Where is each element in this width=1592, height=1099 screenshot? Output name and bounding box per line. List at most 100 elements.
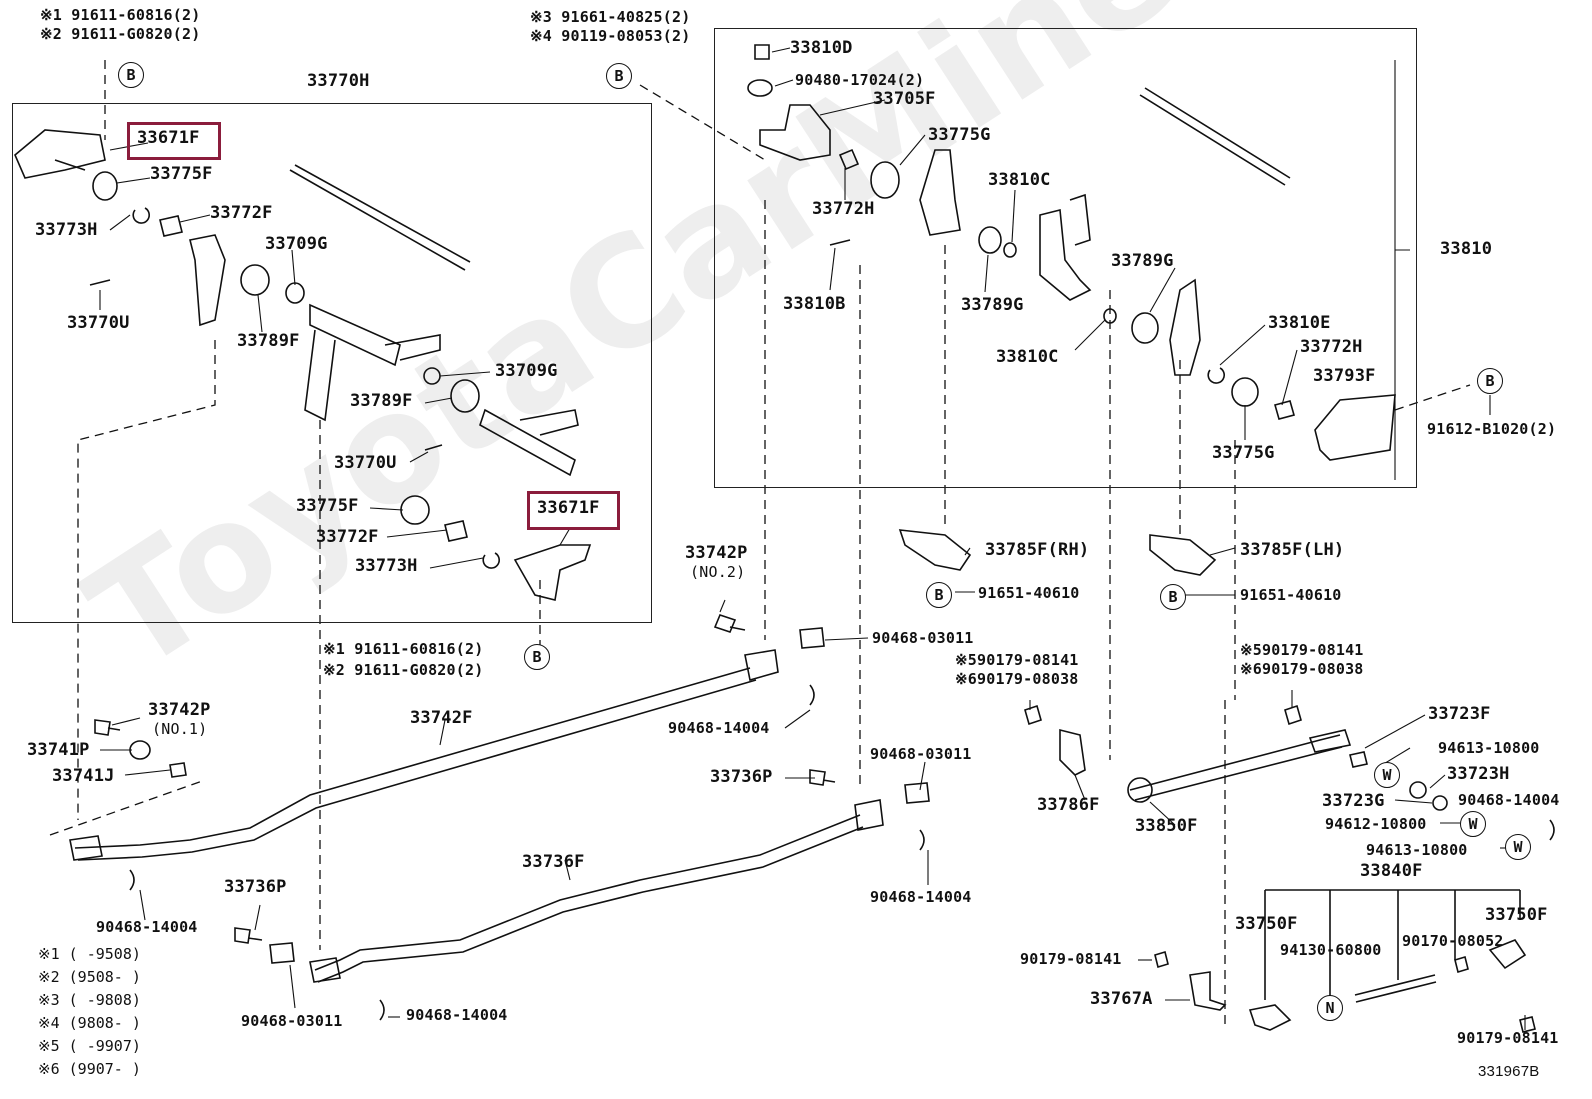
part-label-90468-14004-mid[interactable]: 90468-14004 [870, 888, 972, 906]
part-label-91651-40610-right[interactable]: 91651-40610 [1240, 586, 1342, 604]
legend-row-3: ※3 ( -9808) [38, 993, 141, 1008]
part-label-33671F-bottom[interactable]: 33671F [537, 498, 600, 518]
part-label-94612-10800[interactable]: 94612-10800 [1325, 815, 1427, 833]
part-label-33789F-top[interactable]: 33789F [237, 331, 300, 351]
part-label-90179-08141-right[interactable]: 90179-08141 [1457, 1029, 1559, 1047]
part-label-90468-03011-top[interactable]: 90468-03011 [872, 629, 974, 647]
part-label-33789G-left[interactable]: 33789G [961, 295, 1024, 315]
assembly-frame-33810 [714, 28, 1417, 488]
legend-mark: ※1 [38, 945, 60, 963]
callout-top-mid-3: ※3 91661-40825(2) [530, 8, 691, 26]
part-label-33723H[interactable]: 33723H [1447, 764, 1510, 784]
part-label-33772H-right[interactable]: 33772H [1300, 337, 1363, 357]
part-label-33671F-top[interactable]: 33671F [137, 128, 200, 148]
part-label-33840F[interactable]: 33840F [1360, 861, 1423, 881]
part-label-33741P[interactable]: 33741P [27, 740, 90, 760]
part-label-33750F-right[interactable]: 33750F [1485, 905, 1548, 925]
part-label-33705F[interactable]: 33705F [873, 89, 936, 109]
part-label-91651-40610-left[interactable]: 91651-40610 [978, 584, 1080, 602]
part-label-90468-14004-left[interactable]: 90468-14004 [96, 918, 198, 936]
part-label-33785F-rh[interactable]: 33785F(RH) [985, 540, 1090, 560]
circle-mark-w-1: W [1374, 762, 1400, 788]
legend-range: (9508- ) [68, 968, 141, 986]
callout-right-6b: ※690179-08038 [1240, 660, 1364, 678]
part-label-90468-03011-bottom[interactable]: 90468-03011 [241, 1012, 343, 1030]
legend-range: ( -9907) [68, 1037, 141, 1055]
part-label-33793F[interactable]: 33793F [1313, 366, 1376, 386]
part-label-90468-14004-top[interactable]: 90468-14004 [668, 719, 770, 737]
legend-mark: ※4 [38, 1014, 60, 1032]
part-label-33789F-mid[interactable]: 33789F [350, 391, 413, 411]
legend-mark: ※3 [38, 991, 60, 1009]
callout-right-5a: ※590179-08141 [955, 651, 1079, 669]
callout-right-5b: ※590179-08141 [1240, 641, 1364, 659]
part-label-33773H-top[interactable]: 33773H [35, 220, 98, 240]
legend-range: ( -9808) [68, 991, 141, 1009]
part-label-33775F-bottom[interactable]: 33775F [296, 496, 359, 516]
circle-mark-w-2: W [1460, 811, 1486, 837]
part-label-90170-08052[interactable]: 90170-08052 [1402, 932, 1504, 950]
part-label-33736P-right[interactable]: 33736P [710, 767, 773, 787]
part-label-33709G-top[interactable]: 33709G [265, 234, 328, 254]
part-label-33742P-no1[interactable]: 33742P [148, 700, 211, 720]
part-label-33785F-lh[interactable]: 33785F(LH) [1240, 540, 1345, 560]
highlight-box-33671F-bottom [527, 491, 620, 530]
part-label-33810E[interactable]: 33810E [1268, 313, 1331, 333]
callout-mid-2: ※2 91611-G0820(2) [323, 661, 484, 679]
part-label-33775G-top[interactable]: 33775G [928, 125, 991, 145]
part-label-33772H-top[interactable]: 33772H [812, 199, 875, 219]
part-label-33741J[interactable]: 33741J [52, 766, 115, 786]
part-label-33709G-mid[interactable]: 33709G [495, 361, 558, 381]
part-label-33742P-no2[interactable]: 33742P [685, 543, 748, 563]
part-label-33786F[interactable]: 33786F [1037, 795, 1100, 815]
part-label-33736F[interactable]: 33736F [522, 852, 585, 872]
callout-top-left-2: ※2 91611-G0820(2) [40, 25, 201, 43]
part-label-33810D[interactable]: 33810D [790, 38, 853, 58]
legend-range: ( -9508) [68, 945, 141, 963]
legend-mark: ※6 [38, 1060, 60, 1078]
assembly-frame-33770H [12, 103, 652, 623]
circle-mark-b-rh: B [926, 582, 952, 608]
part-label-33850F[interactable]: 33850F [1135, 816, 1198, 836]
part-label-33810C-bottom[interactable]: 33810C [996, 347, 1059, 367]
part-label-90468-14004-bottom[interactable]: 90468-14004 [406, 1006, 508, 1024]
part-label-33723G[interactable]: 33723G [1322, 791, 1385, 811]
part-label-90480-17024[interactable]: 90480-17024(2) [795, 71, 925, 89]
callout-top-mid-4: ※4 90119-08053(2) [530, 27, 691, 45]
legend-mark: ※2 [38, 968, 60, 986]
legend-range: (9907- ) [68, 1060, 141, 1078]
highlight-box-33671F-top [127, 122, 221, 160]
part-label-94613-10800-bottom[interactable]: 94613-10800 [1366, 841, 1468, 859]
part-label-90468-14004-right[interactable]: 90468-14004 [1458, 791, 1560, 809]
circle-mark-w-3: W [1505, 834, 1531, 860]
part-label-91612-B1020[interactable]: 91612-B1020(2) [1427, 420, 1557, 438]
legend-mark: ※5 [38, 1037, 60, 1055]
part-label-33723F[interactable]: 33723F [1428, 704, 1491, 724]
part-label-33775F-top[interactable]: 33775F [150, 164, 213, 184]
part-label-94130-60800[interactable]: 94130-60800 [1280, 941, 1382, 959]
part-label-33750F-left[interactable]: 33750F [1235, 914, 1298, 934]
circle-mark-b-top-mid: B [606, 63, 632, 89]
part-label-33736P-left[interactable]: 33736P [224, 877, 287, 897]
part-label-33772F-top[interactable]: 33772F [210, 203, 273, 223]
part-label-90179-08141-left[interactable]: 90179-08141 [1020, 950, 1122, 968]
part-label-33742F[interactable]: 33742F [410, 708, 473, 728]
circle-mark-b-right: B [1477, 368, 1503, 394]
part-label-33773H-bottom[interactable]: 33773H [355, 556, 418, 576]
part-label-33772F-bottom[interactable]: 33772F [316, 527, 379, 547]
diagram-code: 331967B [1478, 1063, 1540, 1080]
part-label-33770U-mid[interactable]: 33770U [334, 453, 397, 473]
part-label-33770H[interactable]: 33770H [307, 71, 370, 91]
part-label-94613-10800-top[interactable]: 94613-10800 [1438, 739, 1540, 757]
part-label-33775G-bottom[interactable]: 33775G [1212, 443, 1275, 463]
legend-row-2: ※2 (9508- ) [38, 970, 141, 985]
part-label-33767A[interactable]: 33767A [1090, 989, 1153, 1009]
part-label-90468-03011-mid[interactable]: 90468-03011 [870, 745, 972, 763]
part-label-33810B[interactable]: 33810B [783, 294, 846, 314]
part-label-33810[interactable]: 33810 [1440, 239, 1493, 259]
part-label-33770U-top[interactable]: 33770U [67, 313, 130, 333]
callout-mid-1: ※1 91611-60816(2) [323, 640, 484, 658]
legend-row-4: ※4 (9808- ) [38, 1016, 141, 1031]
part-label-33789G-right[interactable]: 33789G [1111, 251, 1174, 271]
part-label-33810C-top[interactable]: 33810C [988, 170, 1051, 190]
